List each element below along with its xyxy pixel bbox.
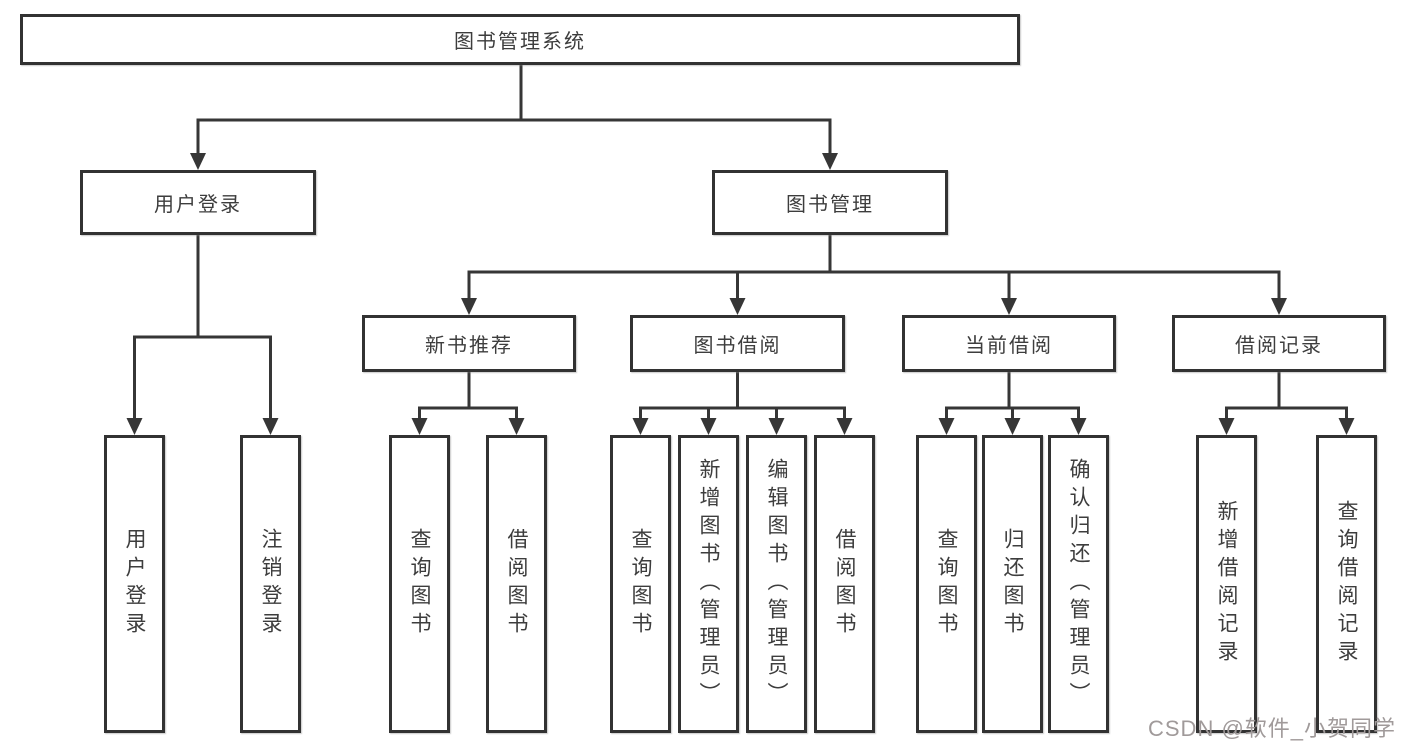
- leaf-return-book-label: 归还图书: [1001, 528, 1024, 640]
- arrowhead-icon: [1001, 298, 1017, 315]
- connector-book-management-to-level2: [461, 235, 1287, 315]
- arrowhead-icon: [1070, 418, 1087, 435]
- arrowhead-icon: [700, 418, 717, 435]
- node-root: 图书管理系统: [20, 14, 1020, 65]
- arrowhead-icon: [508, 418, 525, 435]
- leaf-user-login-label: 用户登录: [123, 528, 146, 640]
- leaf-add-borrow-record-label: 新增借阅记录: [1215, 500, 1238, 668]
- connector-user-login-to-leaves: [126, 235, 279, 435]
- arrowhead-icon: [1004, 418, 1021, 435]
- arrowhead-icon: [729, 298, 746, 315]
- arrowhead-icon: [836, 418, 853, 435]
- arrowhead-icon: [126, 418, 143, 435]
- connector-root-to-level1: [190, 65, 838, 170]
- leaf-borrow-books-label: 借阅图书: [833, 528, 856, 640]
- leaf-query-books-recommend: 查询图书: [389, 435, 450, 733]
- connector-current-borrow-to-leaves: [938, 372, 1087, 435]
- arrowhead-icon: [262, 418, 279, 435]
- node-book-management-label: 图书管理: [786, 194, 874, 216]
- node-user-login-label: 用户登录: [154, 194, 242, 216]
- leaf-borrow-books-recommend: 借阅图书: [486, 435, 547, 733]
- leaf-edit-book-admin: 编辑图书（管理员）: [746, 435, 807, 733]
- leaf-return-book: 归还图书: [982, 435, 1043, 733]
- leaf-query-books-recommend-label: 查询图书: [408, 528, 431, 640]
- connector-book-borrow-to-leaves: [632, 372, 853, 435]
- arrowhead-icon: [1271, 298, 1287, 315]
- node-new-book-recommend-label: 新书推荐: [425, 335, 513, 357]
- leaf-query-borrow-record: 查询借阅记录: [1316, 435, 1377, 733]
- leaf-borrow-books: 借阅图书: [814, 435, 875, 733]
- node-book-borrow: 图书借阅: [630, 315, 845, 372]
- leaf-borrow-books-recommend-label: 借阅图书: [505, 528, 528, 640]
- leaf-logout-label: 注销登录: [259, 528, 282, 640]
- leaf-query-books-borrow: 查询图书: [610, 435, 671, 733]
- csdn-watermark: CSDN @软件_小贺同学: [1148, 716, 1397, 741]
- leaf-query-books-borrow-label: 查询图书: [629, 528, 652, 640]
- leaf-query-books-current: 查询图书: [916, 435, 977, 733]
- arrowhead-icon: [411, 418, 428, 435]
- arrowhead-icon: [822, 153, 838, 170]
- node-user-login: 用户登录: [80, 170, 316, 235]
- node-root-label: 图书管理系统: [454, 31, 586, 53]
- node-current-borrow: 当前借阅: [902, 315, 1116, 372]
- leaf-query-borrow-record-label: 查询借阅记录: [1335, 500, 1358, 668]
- arrowhead-icon: [1338, 418, 1355, 435]
- leaf-edit-book-admin-label: 编辑图书（管理员）: [765, 458, 788, 710]
- connector-new-book-recommend-to-leaves: [411, 372, 525, 435]
- node-borrow-records: 借阅记录: [1172, 315, 1386, 372]
- node-book-borrow-label: 图书借阅: [693, 335, 782, 357]
- connector-borrow-records-to-leaves: [1218, 372, 1355, 435]
- arrowhead-icon: [938, 418, 955, 435]
- leaf-user-login: 用户登录: [104, 435, 165, 733]
- leaf-add-borrow-record: 新增借阅记录: [1196, 435, 1257, 733]
- node-new-book-recommend: 新书推荐: [362, 315, 576, 372]
- leaf-logout: 注销登录: [240, 435, 301, 733]
- arrowhead-icon: [190, 153, 206, 170]
- leaf-confirm-return-admin: 确认归还（管理员）: [1048, 435, 1109, 733]
- leaf-query-books-current-label: 查询图书: [935, 528, 958, 640]
- leaf-confirm-return-admin-label: 确认归还（管理员）: [1067, 458, 1090, 710]
- arrowhead-icon: [632, 418, 649, 435]
- node-book-management: 图书管理: [712, 170, 948, 235]
- node-borrow-records-label: 借阅记录: [1235, 335, 1323, 357]
- leaf-add-book-admin: 新增图书（管理员）: [678, 435, 739, 733]
- node-current-borrow-label: 当前借阅: [965, 335, 1053, 357]
- arrowhead-icon: [768, 418, 785, 435]
- arrowhead-icon: [1218, 418, 1235, 435]
- leaf-add-book-admin-label: 新增图书（管理员）: [697, 458, 720, 710]
- arrowhead-icon: [461, 298, 477, 315]
